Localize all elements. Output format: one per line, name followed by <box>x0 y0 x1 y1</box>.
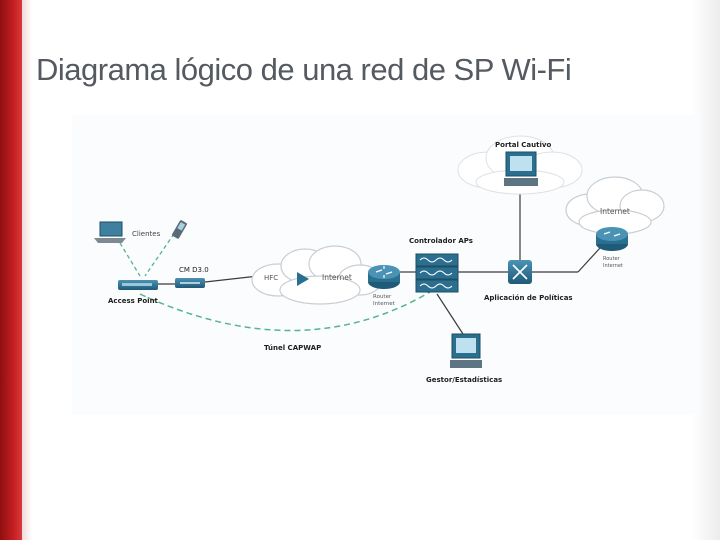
label-internet-right: Internet <box>600 207 630 216</box>
network-diagram-frame <box>72 115 700 415</box>
portal-server-icon <box>504 151 538 186</box>
policy-switch-icon <box>508 260 532 284</box>
label-gestor: Gestor/Estadísticas <box>426 376 502 384</box>
label-router-left-1: Router <box>373 294 392 300</box>
label-aplicacion: Aplicación de Políticas <box>484 294 573 302</box>
slide-left-accent-shadow <box>22 0 32 540</box>
wireless-link-laptop <box>119 242 141 277</box>
cloud-right <box>565 176 665 235</box>
label-router-left-2: Internet <box>373 301 396 307</box>
gestor-server-icon <box>450 333 482 368</box>
connection-lines <box>158 188 601 335</box>
router-left-icon <box>368 265 400 289</box>
slide-left-accent-bar <box>0 0 22 540</box>
controller-icon <box>415 253 459 293</box>
label-portal: Portal Cautivo <box>495 141 551 149</box>
label-hfc: HFC <box>264 274 278 282</box>
label-tunel: Túnel CAPWAP <box>264 344 321 352</box>
diagram-labels: Clientes Access Point CM D3.0 HFC Intern… <box>108 141 630 384</box>
access-point-icon <box>118 280 158 290</box>
capwap-tunnel <box>139 291 431 332</box>
wireless-links <box>119 227 179 277</box>
slide-title: Diagrama lógico de una red de SP Wi-Fi <box>36 52 572 87</box>
label-internet-left: Internet <box>322 273 352 282</box>
label-cm: CM D3.0 <box>179 266 209 274</box>
label-access-point: Access Point <box>108 297 159 305</box>
link-controller-gestor <box>436 293 464 335</box>
link-cm-hfc <box>204 275 259 283</box>
router-right-icon <box>596 227 628 251</box>
label-clientes: Clientes <box>132 230 161 238</box>
label-router-right-2: Internet <box>603 263 623 269</box>
label-router-right-1: Router <box>603 256 621 262</box>
cloud-left <box>251 245 383 305</box>
wireless-link-phone <box>144 227 179 277</box>
cable-modem-icon <box>175 278 205 288</box>
phone-icon <box>172 220 187 239</box>
laptop-icon <box>94 221 126 243</box>
hfc-play-icon <box>297 272 309 286</box>
link-router-right-up <box>577 247 601 273</box>
label-controlador: Controlador APs <box>409 237 473 245</box>
